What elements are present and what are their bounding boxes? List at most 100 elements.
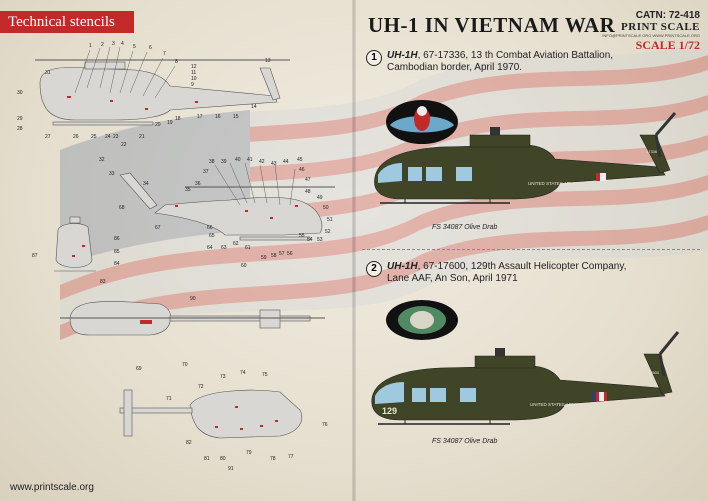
stencil-number: 73 xyxy=(220,374,226,380)
stencil-profile-bottom: 32 33 34 35 36 37 38 39 40 41 42 43 44 4… xyxy=(99,157,335,269)
stencil-number: 90 xyxy=(190,296,196,302)
stencil-number: 91 xyxy=(228,466,234,472)
stencil-number: 19 xyxy=(167,120,173,126)
stencil-number: 7 xyxy=(163,51,166,57)
stencil-number: 34 xyxy=(143,181,149,187)
stencil-number: 63 xyxy=(221,245,227,251)
stencil-number: 86 xyxy=(114,236,120,242)
nose-code: 129 xyxy=(382,406,397,416)
stencil-number: 62 xyxy=(233,241,239,247)
stencil-number: 32 xyxy=(99,157,105,163)
stencil-number: 56 xyxy=(287,251,293,257)
stencil-number: 84 xyxy=(114,261,120,267)
stencil-number: 77 xyxy=(288,454,294,460)
stencil-number: 37 xyxy=(203,169,209,175)
profile-bottom-numbers: 32 33 34 35 36 37 38 39 40 41 42 43 44 4… xyxy=(99,157,333,269)
stencil-number: 17 xyxy=(197,114,203,120)
version-2-artwork: UNITED STATES ARMY 17600 129 xyxy=(371,300,680,425)
stencil-number: 70 xyxy=(182,362,188,368)
stencil-number: 44 xyxy=(283,159,289,165)
tail-code: 17336 xyxy=(646,149,658,154)
brand-name: PRINT SCALE xyxy=(621,21,700,33)
stencil-top-view: 90 69 70 xyxy=(60,296,325,372)
boom-text: UNITED STATES ARMY xyxy=(530,402,579,407)
stencil-number: 47 xyxy=(305,177,311,183)
stencil-number: 29 xyxy=(17,116,23,122)
version-model: UH-1H xyxy=(387,50,418,61)
paint-label-2: FS 34087 Olive Drab xyxy=(432,438,498,445)
stencil-number: 14 xyxy=(251,104,257,110)
front-view-numbers: 87 86 85 84 83 xyxy=(32,236,120,285)
stencil-number: 1 xyxy=(89,43,92,49)
stencil-number: 65 xyxy=(209,233,215,239)
stencil-number: 85 xyxy=(114,249,120,255)
stencil-number: 18 xyxy=(175,116,181,122)
stencil-number: 74 xyxy=(240,370,246,376)
stencil-number: 6 xyxy=(149,45,152,51)
boom-text: UNITED STATES ARMY xyxy=(528,181,577,186)
stencil-number: 54 xyxy=(307,237,313,243)
stencil-number: 38 xyxy=(209,159,215,165)
stencil-number: 26 xyxy=(73,134,79,140)
footer-url[interactable]: www.printscale.org xyxy=(10,482,94,493)
stencil-number: 57 xyxy=(279,251,285,257)
stencil-number: 27 xyxy=(45,134,51,140)
stencil-number: 52 xyxy=(325,229,331,235)
version-number: 2 xyxy=(366,261,382,277)
stencil-number: 16 xyxy=(215,114,221,120)
stencil-number: 67 xyxy=(155,225,161,231)
stencil-number: 48 xyxy=(305,189,311,195)
stencil-number: 79 xyxy=(246,450,252,456)
stencil-number: 20 xyxy=(155,122,161,128)
stencil-number: 43 xyxy=(271,161,277,167)
tail-code: 17600 xyxy=(648,370,660,375)
stencil-number: 21 xyxy=(139,134,145,140)
stencil-number: 35 xyxy=(185,187,191,193)
sheet-title: UH-1 IN VIETNAM WAR xyxy=(368,13,616,37)
stencil-number: 72 xyxy=(198,384,204,390)
stencil-number: 60 xyxy=(241,263,247,269)
stencil-number: 23 xyxy=(113,134,119,140)
stencil-number: 13 xyxy=(265,58,271,64)
bottom-view-numbers: 71 72 73 74 75 76 77 78 79 80 81 82 91 xyxy=(166,370,328,472)
insignia-2 xyxy=(386,300,458,340)
stencil-number: 40 xyxy=(235,157,241,163)
stencil-number: 8 xyxy=(175,59,178,65)
stencil-number: 10 xyxy=(191,76,197,82)
stencil-number: 81 xyxy=(204,456,210,462)
stencil-number: 55 xyxy=(299,233,305,239)
helicopter-2 xyxy=(371,331,680,425)
stencil-number: 61 xyxy=(245,245,251,251)
insignia-1 xyxy=(386,100,458,144)
stencil-number: 58 xyxy=(271,253,277,259)
stencil-number: 24 xyxy=(105,134,111,140)
stencil-number: 39 xyxy=(221,159,227,165)
stencil-number: 2 xyxy=(101,42,104,48)
brand-url: INFO@PRINTSCALE.ORG WWW.PRINTSCALE.ORG xyxy=(602,33,700,38)
stencil-number: 36 xyxy=(195,181,201,187)
stencil-number: 11 xyxy=(191,70,196,76)
version-description: , 67-17600, 129th Assault Helicopter Com… xyxy=(387,261,627,284)
stencil-number: 3 xyxy=(112,41,115,47)
stencil-number: 69 xyxy=(136,366,142,372)
catalog-number: CATN: 72-418 xyxy=(635,10,700,21)
version-number: 1 xyxy=(366,50,382,66)
stencil-number: 25 xyxy=(91,134,97,140)
section-divider xyxy=(362,249,700,250)
stencil-profile-top: 1 2 3 4 5 6 7 8 9 10 11 12 13 14 15 16 1… xyxy=(17,41,290,148)
stencil-number: 87 xyxy=(32,253,38,259)
stencil-bottom-view: 71 72 73 74 75 76 77 78 79 80 81 82 91 xyxy=(119,370,328,472)
stencil-number: 76 xyxy=(322,422,328,428)
stencil-number: 45 xyxy=(297,157,303,163)
helicopter-1 xyxy=(374,112,677,204)
stencil-number: 78 xyxy=(270,456,276,462)
version-1-artwork: UNITED STATES ARMY 17336 xyxy=(374,100,677,204)
stencil-number: 64 xyxy=(207,245,213,251)
version-description: , 67-17336, 13 th Combat Aviation Battal… xyxy=(387,50,614,73)
profile-top-numbers: 1 2 3 4 5 6 7 8 9 10 11 12 13 14 15 16 1… xyxy=(17,41,271,148)
stencil-front-view: 87 86 85 84 83 xyxy=(32,216,120,285)
stencil-number: 12 xyxy=(191,64,197,70)
stencil-number: 42 xyxy=(259,159,265,165)
brand-block: CATN: 72-418 PRINT SCALE INFO@PRINTSCALE… xyxy=(602,10,700,53)
stencil-number: 75 xyxy=(262,372,268,378)
